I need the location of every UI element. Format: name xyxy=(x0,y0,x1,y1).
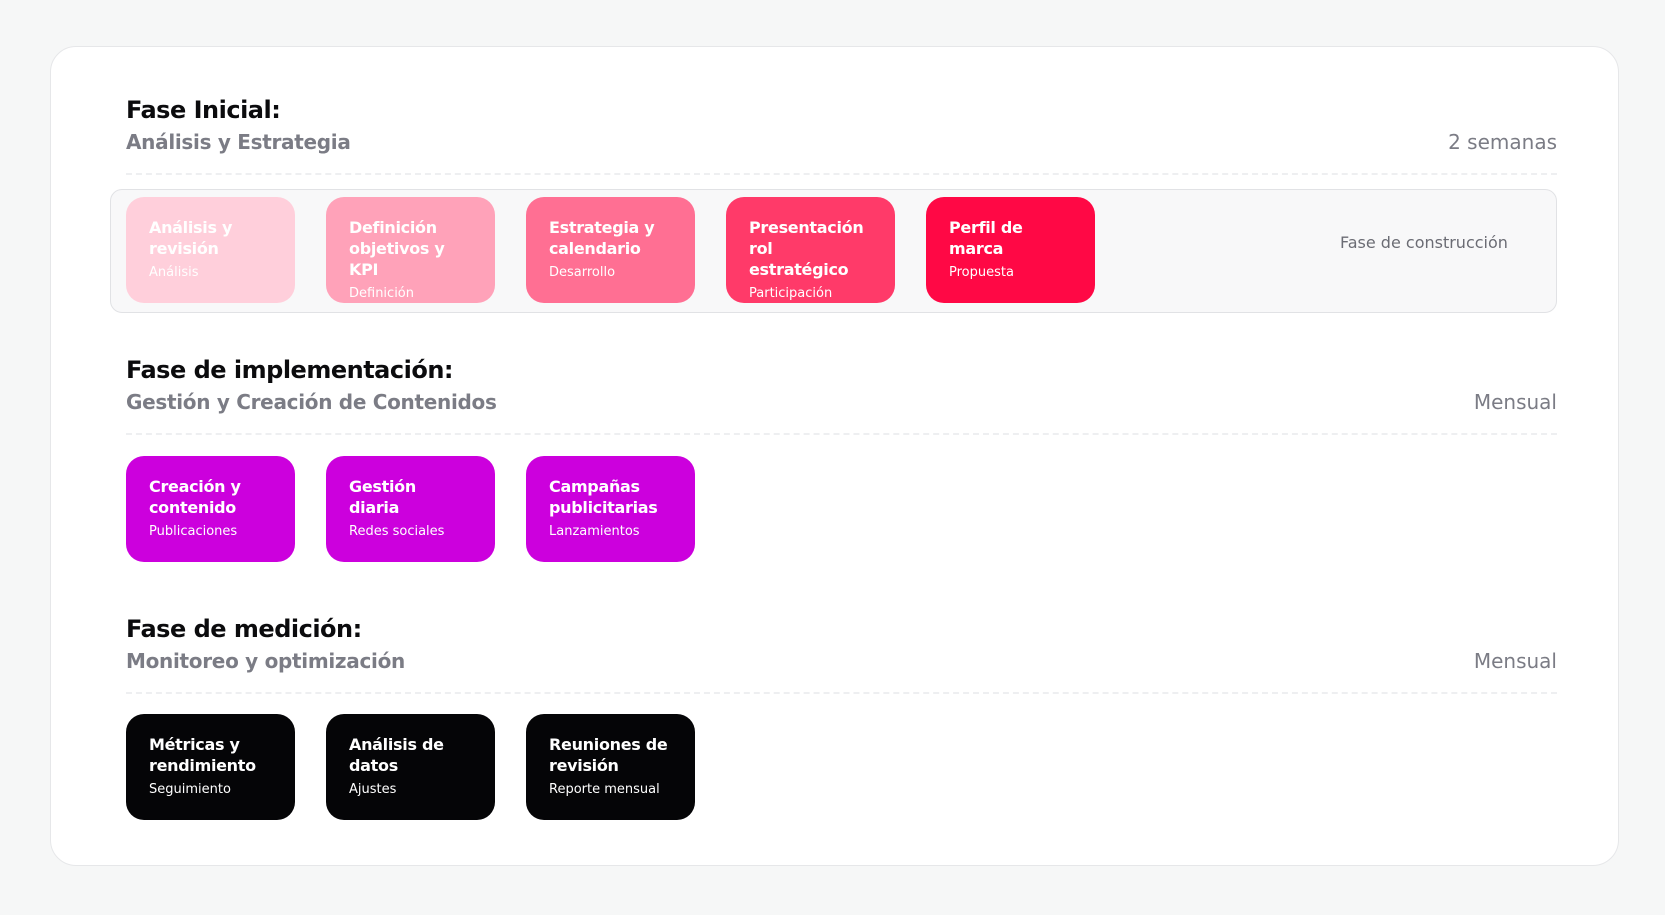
track-label: Fase de construcción xyxy=(1340,233,1508,252)
step-title: Reuniones de revisión xyxy=(549,735,668,775)
step-tile: Análisis de datos Ajustes xyxy=(326,714,495,820)
phase-duration: Mensual xyxy=(1473,649,1557,673)
step-title: Gestión diaria xyxy=(349,477,416,517)
step-subtitle: Redes sociales xyxy=(349,524,445,539)
phase-title: Fase de medición: xyxy=(126,615,362,643)
phase-title: Fase de implementación: xyxy=(126,356,454,384)
step-title: Presentación rol estratégico xyxy=(749,218,864,279)
step-subtitle: Publicaciones xyxy=(149,524,238,539)
step-tile: Análisis y revisión Análisis xyxy=(126,197,295,303)
step-tile: Creación y contenido Publicaciones xyxy=(126,456,295,562)
roadmap-card xyxy=(50,46,1619,866)
step-subtitle: Análisis xyxy=(149,265,199,280)
step-subtitle: Desarrollo xyxy=(549,265,616,280)
step-subtitle: Seguimiento xyxy=(149,782,231,797)
phase-duration: 2 semanas xyxy=(1448,130,1557,154)
step-tile: Métricas y rendimiento Seguimiento xyxy=(126,714,295,820)
phase-title: Fase Inicial: xyxy=(126,96,281,124)
step-subtitle: Reporte mensual xyxy=(549,782,660,797)
phase-subtitle: Monitoreo y optimización xyxy=(126,649,405,673)
step-title: Definición objetivos y KPI xyxy=(349,218,445,279)
step-title: Campañas publicitarias xyxy=(549,477,658,517)
step-tile: Gestión diaria Redes sociales xyxy=(326,456,495,562)
step-tile: Campañas publicitarias Lanzamientos xyxy=(526,456,695,562)
step-title: Estrategia y calendario xyxy=(549,218,655,258)
step-subtitle: Participación xyxy=(749,286,833,301)
phase-divider xyxy=(126,433,1557,435)
step-tile: Presentación rol estratégico Participaci… xyxy=(726,197,895,303)
step-subtitle: Definición xyxy=(349,286,414,301)
step-title: Perfil de marca xyxy=(949,218,1023,258)
phase-subtitle: Análisis y Estrategia xyxy=(126,130,351,154)
step-subtitle: Lanzamientos xyxy=(549,524,640,539)
step-title: Análisis y revisión xyxy=(149,218,233,258)
step-subtitle: Ajustes xyxy=(349,782,397,797)
step-title: Creación y contenido xyxy=(149,477,241,517)
phase-subtitle: Gestión y Creación de Contenidos xyxy=(126,390,497,414)
phase-divider xyxy=(126,173,1557,175)
step-tile: Reuniones de revisión Reporte mensual xyxy=(526,714,695,820)
step-tile: Perfil de marca Propuesta xyxy=(926,197,1095,303)
step-tile: Estrategia y calendario Desarrollo xyxy=(526,197,695,303)
step-tile: Definición objetivos y KPI Definición xyxy=(326,197,495,303)
step-title: Métricas y rendimiento xyxy=(149,735,256,775)
phase-duration: Mensual xyxy=(1473,390,1557,414)
step-title: Análisis de datos xyxy=(349,735,444,775)
step-subtitle: Propuesta xyxy=(949,265,1014,280)
phase-divider xyxy=(126,692,1557,694)
